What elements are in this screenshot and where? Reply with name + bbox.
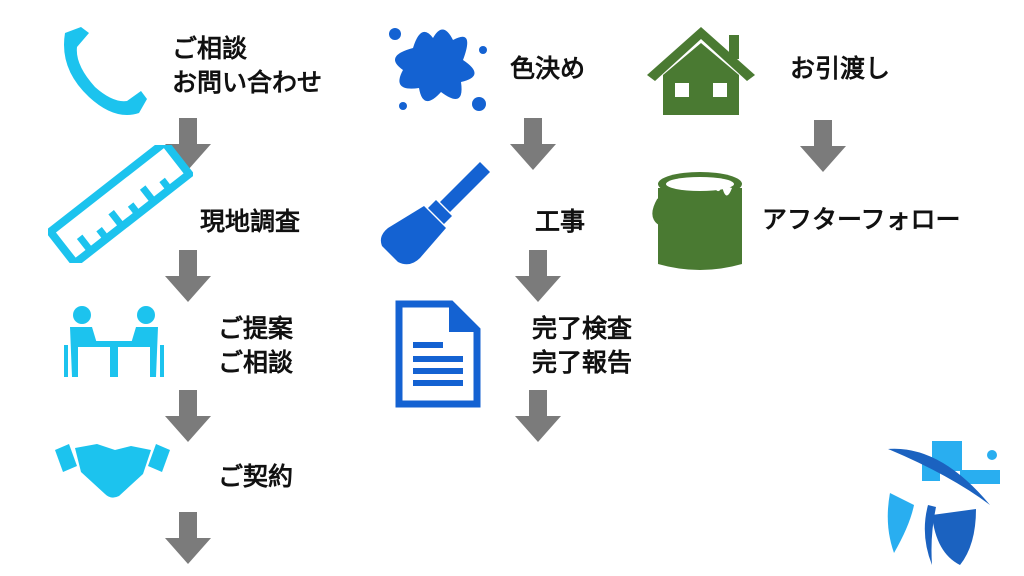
arrow-down-icon xyxy=(165,512,211,564)
step-contract-label: ご契約 xyxy=(218,462,294,491)
step-inspection-label: 完了検査完了報告 xyxy=(532,314,633,377)
arrow-down-icon xyxy=(515,390,561,442)
arrow-down-icon xyxy=(800,120,846,172)
paint-brush-icon xyxy=(380,162,490,265)
arrow-down-icon xyxy=(510,118,556,170)
arrow-down-icon xyxy=(515,250,561,302)
step-handover-label: お引渡し xyxy=(790,54,891,83)
step-consultation-label: ご相談お問い合わせ xyxy=(172,34,323,97)
arrow-down-icon xyxy=(165,390,211,442)
ruler-icon xyxy=(48,145,193,263)
step-construction-label: 工事 xyxy=(535,207,586,236)
company-logo xyxy=(887,441,1000,565)
paint-splash-icon xyxy=(389,28,487,111)
meeting-icon xyxy=(64,306,164,377)
document-icon xyxy=(395,300,481,408)
arrow-down-icon xyxy=(165,250,211,302)
house-icon xyxy=(647,27,755,115)
step-survey-label: 現地調査 xyxy=(200,207,301,236)
paint-bucket-icon xyxy=(652,172,742,270)
step-after-follow-label: アフターフォロー xyxy=(762,205,961,234)
step-proposal-label: ご提案ご相談 xyxy=(218,314,294,377)
phone-icon xyxy=(64,27,147,115)
step-color-selection-label: 色決め xyxy=(510,54,586,83)
handshake-icon xyxy=(55,444,170,498)
